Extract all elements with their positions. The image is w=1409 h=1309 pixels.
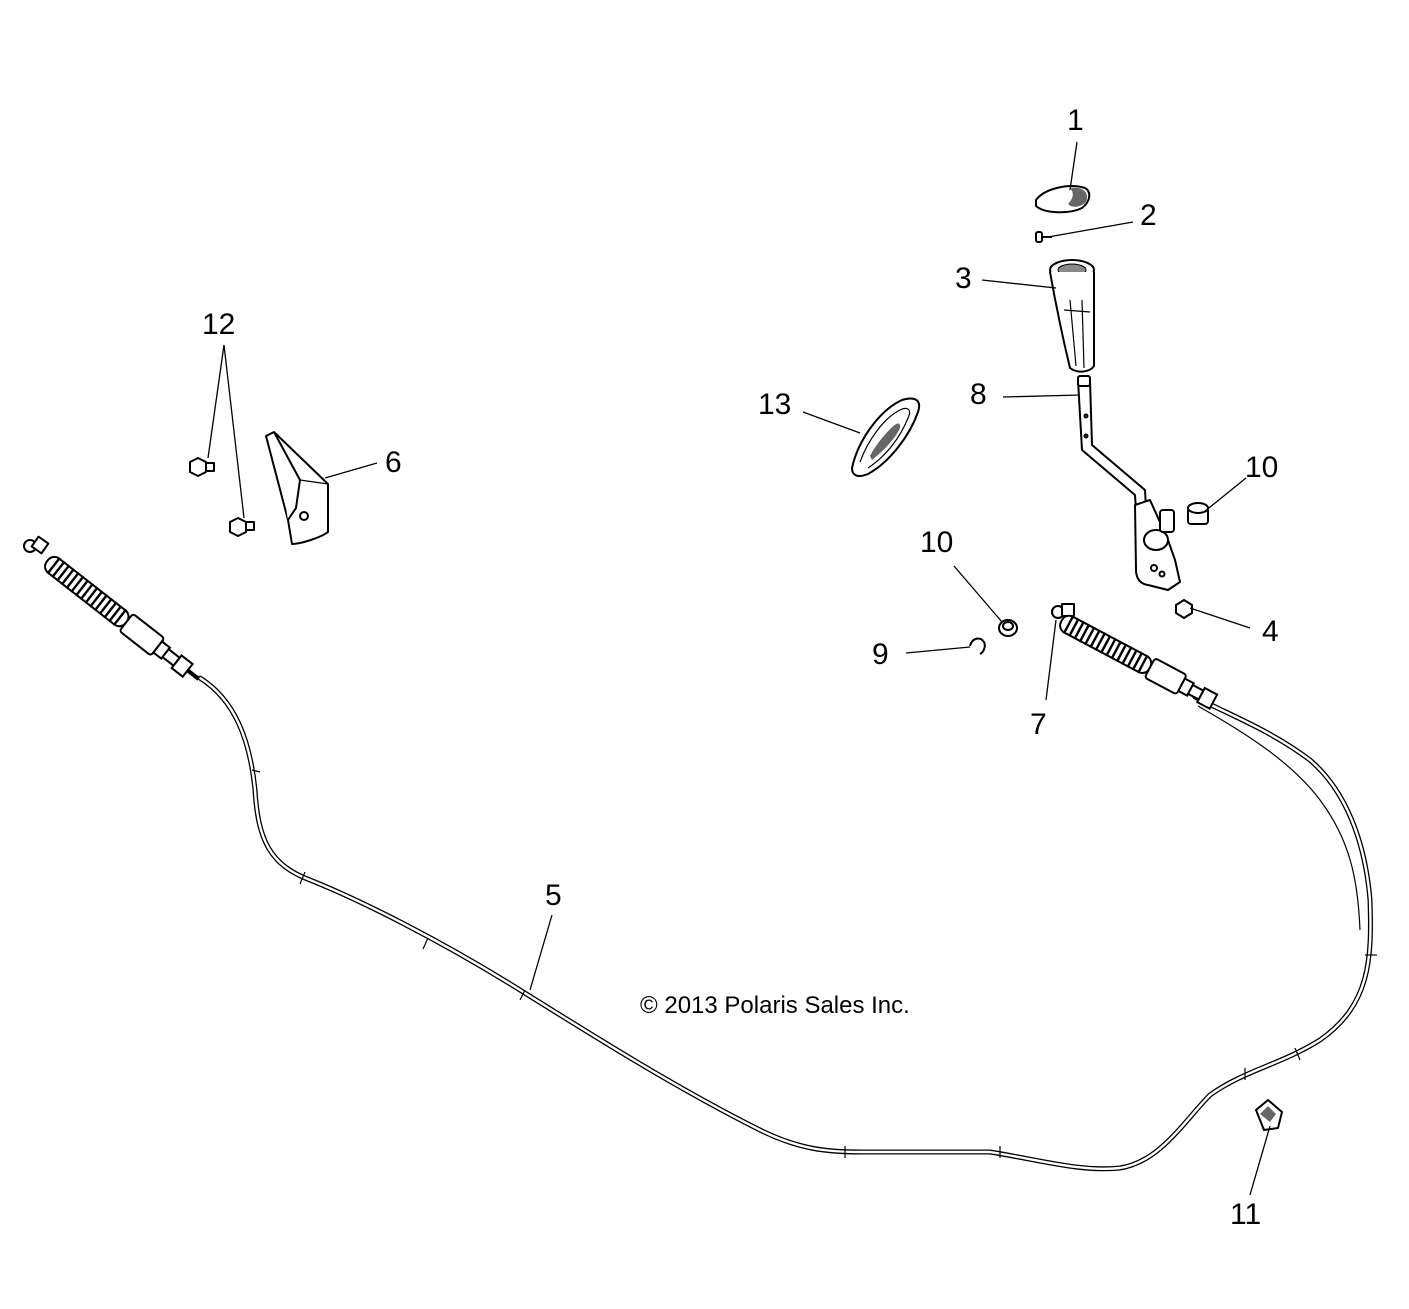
callout-11: 11 [1230,1198,1261,1231]
copyright-notice: © 2013 Polaris Sales Inc. [640,992,910,1019]
callout-3: 3 [955,262,972,295]
shift-knob [1049,259,1096,373]
callout-1: 1 [1067,104,1084,137]
shift-gate-plate [851,397,921,477]
mounting-bracket [265,431,329,545]
callout-12: 12 [202,308,235,341]
screw [1035,231,1052,243]
callout-2: 2 [1140,199,1157,232]
knob-cap [1035,185,1091,214]
e-clip [969,637,986,655]
callout-8: 8 [970,378,987,411]
shift-cable [197,675,1377,1172]
cable-clip [1255,1099,1283,1131]
callout-7: 7 [1030,708,1047,741]
nut-right [1187,502,1209,525]
callout-9: 9 [872,638,889,671]
leader-lines [207,141,1271,1196]
cable-end-right [1051,603,1219,711]
callout-13: 13 [758,388,791,421]
bolt-lower [229,517,255,537]
nut-small [1175,599,1193,619]
callout-5: 5 [545,879,562,912]
callout-10-left: 10 [920,526,953,559]
callout-10-right: 10 [1245,451,1278,484]
callout-4: 4 [1262,615,1279,648]
callout-6: 6 [385,446,402,479]
shift-lever [1077,375,1181,591]
callouts: 1 2 3 8 13 10 10 4 9 7 12 6 5 11 [202,104,1279,1231]
bolt-upper [189,457,215,477]
washer [998,619,1018,637]
cable-end-left [23,535,200,681]
